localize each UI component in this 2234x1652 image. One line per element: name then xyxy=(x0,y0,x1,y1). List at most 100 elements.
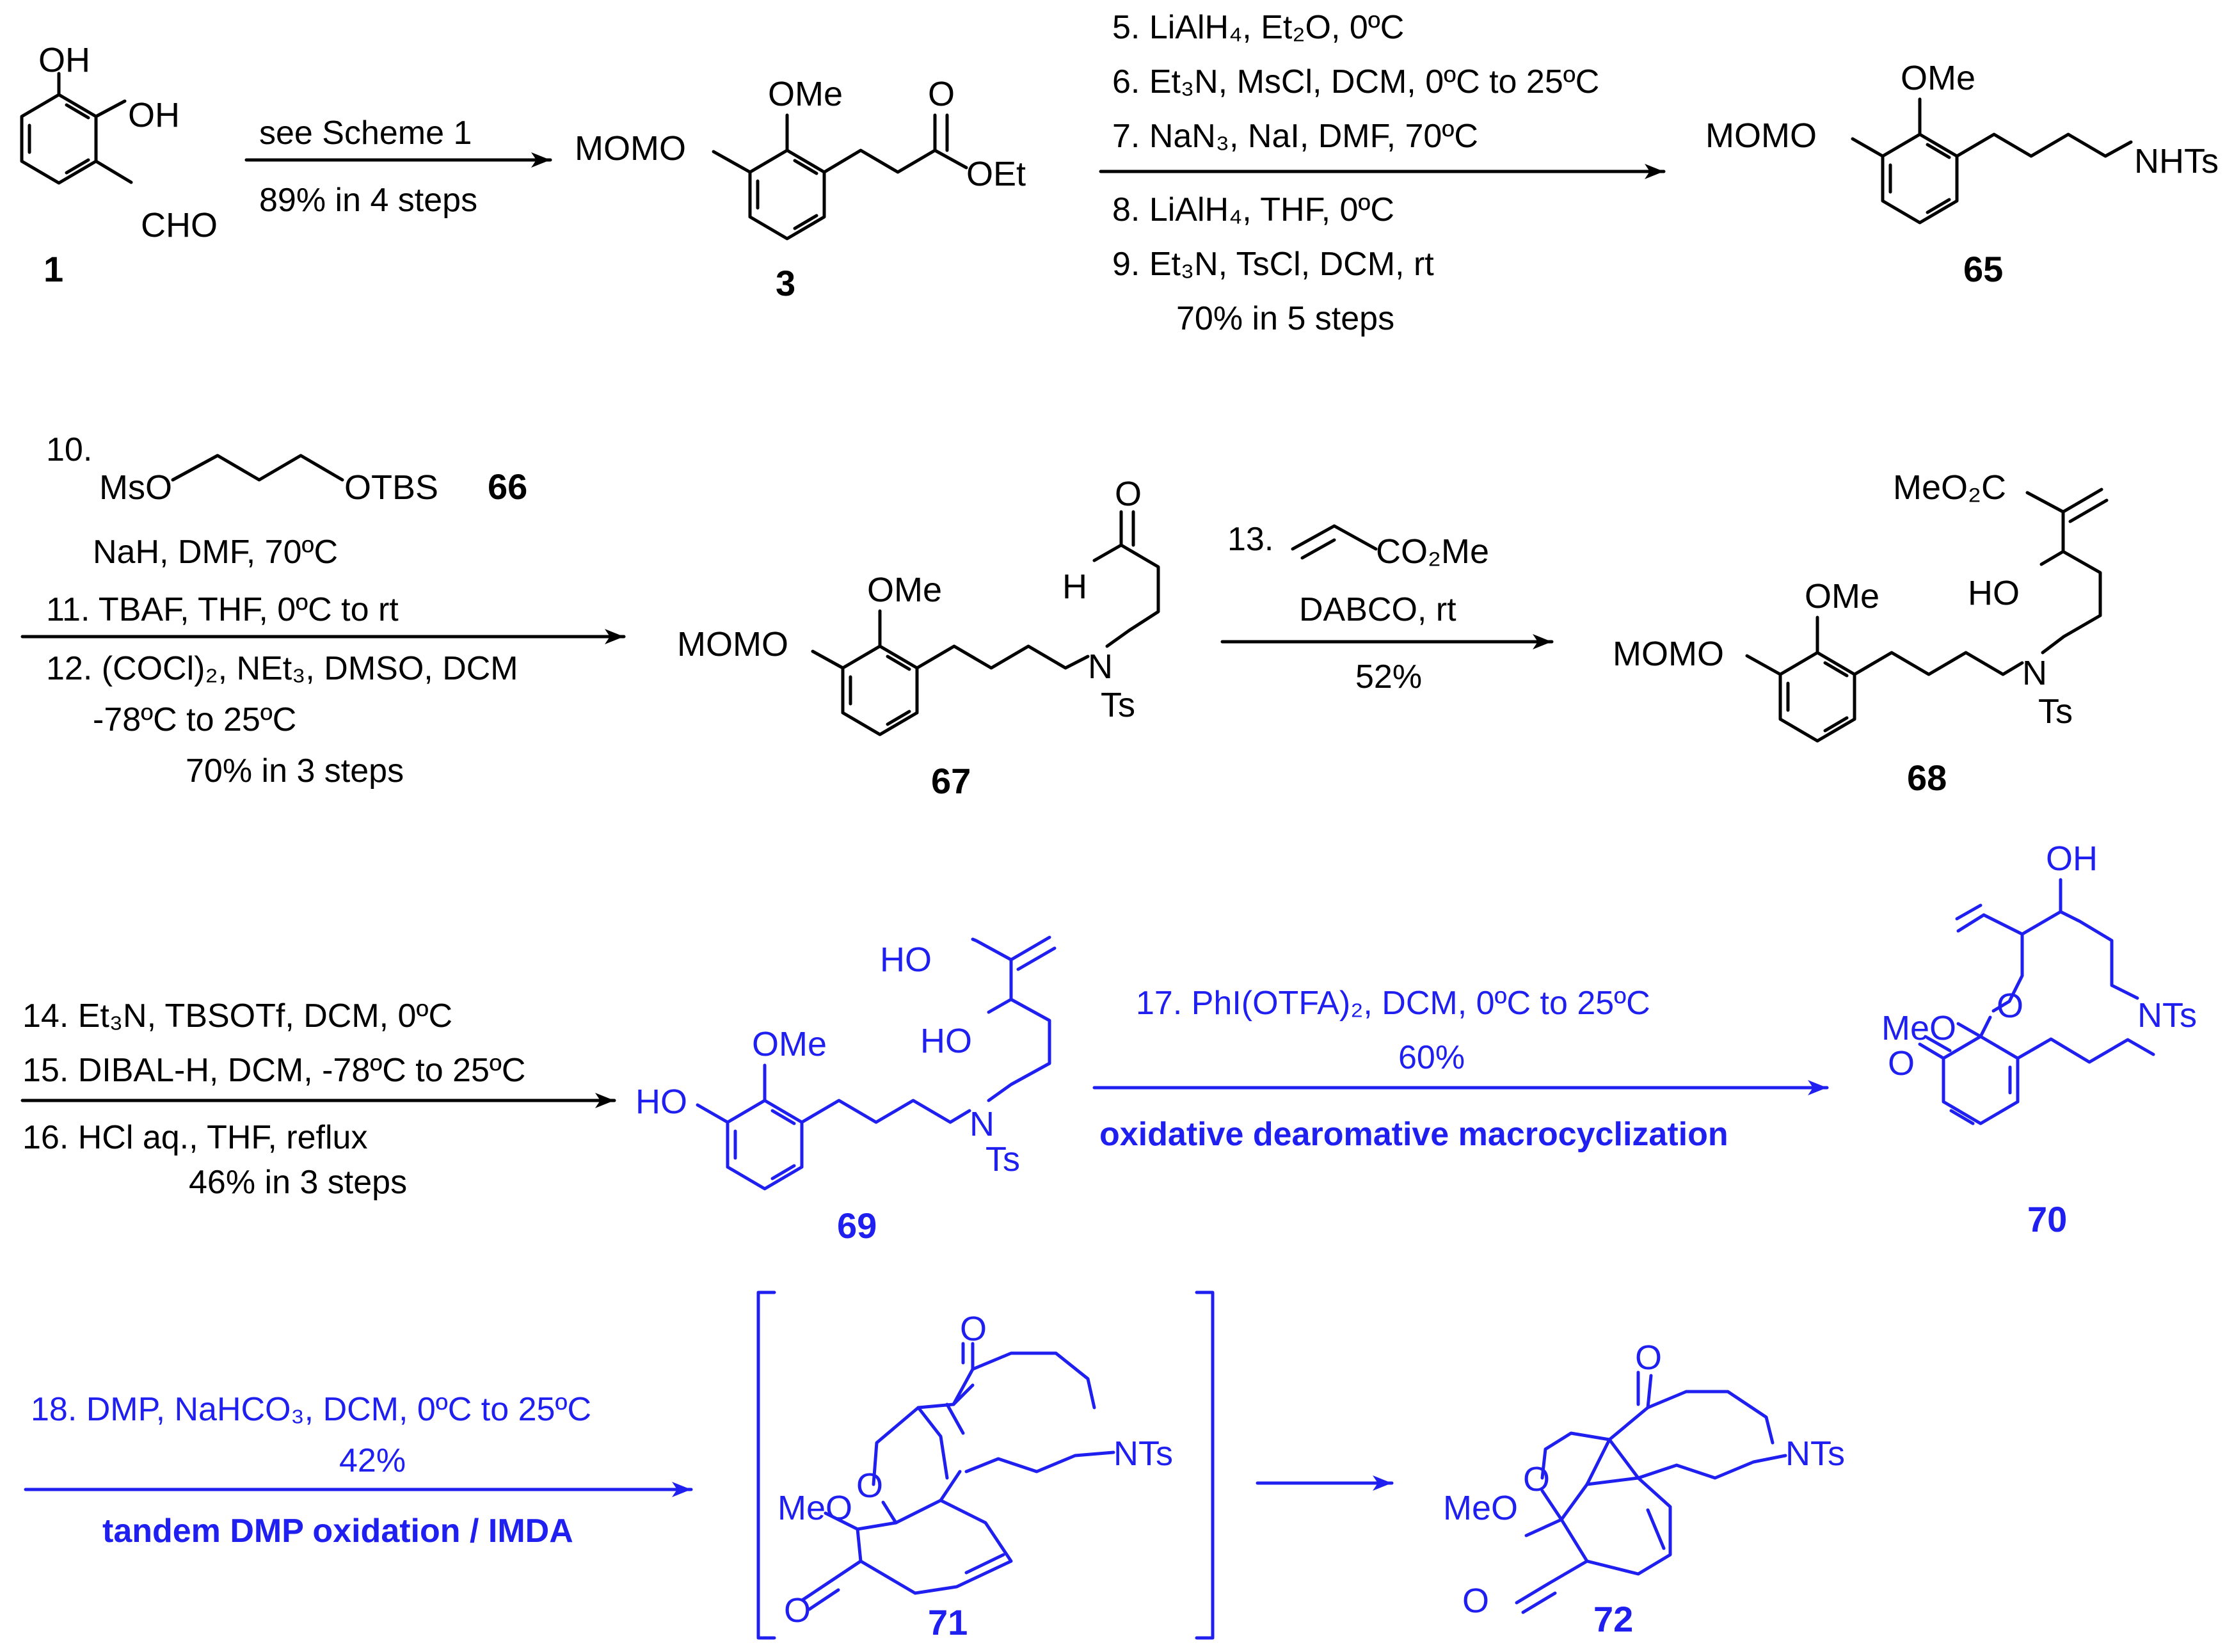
compound-72-meo: MeO xyxy=(1443,1489,1518,1527)
compound-69-number: 69 xyxy=(837,1205,877,1246)
compound-69-ome: OMe xyxy=(752,1025,827,1063)
compound-69-ho-mid: HO xyxy=(920,1022,972,1060)
bracket-right xyxy=(1195,1291,1215,1640)
compound-65-nhts: NHTs xyxy=(2134,142,2219,180)
compound-1-oh-top: OH xyxy=(38,41,90,79)
compound-68-ho: HO xyxy=(1968,574,2020,612)
step3-line10: 10. xyxy=(46,431,92,468)
compound-68-ome: OMe xyxy=(1805,577,1879,616)
step6-conditions: 17. PhI(OTFA)₂, DCM, 0ºC to 25ºC xyxy=(1136,985,1650,1022)
compound-1: OH OH CHO 1 xyxy=(20,41,218,289)
compound-71-bonds xyxy=(801,1342,1115,1611)
reaction-step-2: 5. LiAlH₄, Et₂O, 0ºC 6. Et₃N, MsCl, DCM,… xyxy=(1099,9,1666,337)
step2-line5: 5. LiAlH₄, Et₂O, 0ºC xyxy=(1112,9,1404,46)
compound-72-o-top: O xyxy=(1635,1338,1662,1377)
step2-yield: 70% in 5 steps xyxy=(1176,300,1394,337)
step4-yield: 52% xyxy=(1355,658,1422,695)
compound-70-nts: NTs xyxy=(2137,996,2197,1035)
compound-72-number: 72 xyxy=(1593,1599,1633,1639)
compound-69-ts: Ts xyxy=(985,1140,1020,1179)
compound-72-o-keto: O xyxy=(1462,1582,1489,1620)
compound-70: OH O MeO O NTs 70 xyxy=(1881,839,2197,1239)
compound-68-n: N xyxy=(2022,654,2047,692)
step1-yield: 89% in 4 steps xyxy=(259,182,477,219)
step2-line9: 9. Et₃N, TsCl, DCM, rt xyxy=(1112,246,1434,283)
compound-66: MsO OTBS 66 xyxy=(99,454,527,507)
compound-3: OMe MOMO O OEt 3 xyxy=(575,75,1026,303)
reaction-arrow-5-head xyxy=(595,1093,614,1108)
reaction-arrow-2-head xyxy=(1645,164,1664,179)
compound-72-nts: NTs xyxy=(1785,1434,1845,1473)
compound-68: OMe MOMO MeO₂C HO N Ts 68 xyxy=(1613,468,2109,798)
compound-70-bonds xyxy=(1918,878,2155,1125)
compound-65-momo: MOMO xyxy=(1705,116,1817,155)
compound-68-ester: MeO₂C xyxy=(1893,468,2006,507)
step3-yield: 70% in 3 steps xyxy=(186,752,404,790)
compound-71-meo: MeO xyxy=(778,1489,852,1527)
compound-67-n: N xyxy=(1088,647,1113,686)
reaction-step-4: 13. CO₂Me DABCO, rt 52% xyxy=(1220,521,1554,695)
compound-65-bonds xyxy=(1851,97,2133,225)
compound-1-bonds xyxy=(20,72,133,185)
compound-1-oh-side: OH xyxy=(128,96,180,134)
reaction-step-7: 18. DMP, NaHCO₃, DCM, 0ºC to 25ºC 42% ta… xyxy=(24,1391,693,1550)
compound-3-momo: MOMO xyxy=(575,129,686,168)
compound-71-o-ring: O xyxy=(856,1466,883,1505)
compound-72: O O MeO O NTs 72 xyxy=(1443,1338,1845,1639)
compound-68-momo: MOMO xyxy=(1613,635,1724,673)
step2-line8: 8. LiAlH₄, THF, 0ºC xyxy=(1112,191,1394,228)
reaction-step-6: 17. PhI(OTFA)₂, DCM, 0ºC to 25ºC 60% oxi… xyxy=(1092,985,1829,1153)
step3-line12: 12. (COCl)₂, NEt₃, DMSO, DCM xyxy=(46,650,518,687)
step6-yield: 60% xyxy=(1398,1039,1465,1076)
compound-65: OMe MOMO NHTs 65 xyxy=(1705,59,2219,289)
step5-line16: 16. HCl aq., THF, reflux xyxy=(22,1119,367,1156)
compound-3-ome: OMe xyxy=(768,75,843,113)
compound-70-o-ring: O xyxy=(1997,987,2023,1025)
compound-70-meo: MeO xyxy=(1881,1009,1956,1047)
reaction-step-3: 10. MsO OTBS 66 NaH, DMF, 70ºC 11. TBAF,… xyxy=(20,431,626,790)
compound-70-oh: OH xyxy=(2046,839,2098,878)
compound-71: O O MeO O NTs 71 xyxy=(756,1291,1215,1642)
compound-3-oet: OEt xyxy=(966,155,1026,193)
compound-69-ho-aryl: HO xyxy=(635,1083,687,1121)
step7-conditions: 18. DMP, NaHCO₃, DCM, 0ºC to 25ºC xyxy=(31,1391,591,1428)
compound-69: OMe HO HO HO N Ts 69 xyxy=(635,935,1057,1246)
compound-70-o-keto: O xyxy=(1888,1044,1915,1083)
compound-3-number: 3 xyxy=(776,263,795,303)
compound-66-number: 66 xyxy=(488,466,527,507)
step4-reagent: CO₂Me xyxy=(1376,532,1489,571)
step3-line11: 11. TBAF, THF, 0ºC to rt xyxy=(46,591,399,628)
compound-67-number: 67 xyxy=(931,761,971,801)
reaction-arrow-6-head xyxy=(1808,1080,1827,1095)
acrylate-bonds xyxy=(1291,524,1378,551)
compound-65-ome: OMe xyxy=(1901,59,1975,97)
compound-67-h: H xyxy=(1062,568,1087,606)
compound-69-ho-top: HO xyxy=(880,941,932,979)
compound-67-bonds xyxy=(811,510,1160,736)
bracket-left xyxy=(756,1291,776,1640)
reaction-step-1: see Scheme 1 89% in 4 steps xyxy=(244,115,552,219)
step5-line14: 14. Et₃N, TBSOTf, DCM, 0ºC xyxy=(22,997,452,1035)
compound-3-bonds xyxy=(712,113,968,241)
reaction-arrow-4-head xyxy=(1533,634,1552,649)
step7-name: tandem DMP oxidation / IMDA xyxy=(102,1513,573,1550)
compound-68-number: 68 xyxy=(1907,758,1947,798)
step2-line6: 6. Et₃N, MsCl, DCM, 0ºC to 25ºC xyxy=(1112,63,1599,100)
step5-line15: 15. DIBAL-H, DCM, -78ºC to 25ºC xyxy=(22,1052,525,1089)
compound-72-o-ring: O xyxy=(1523,1460,1550,1498)
step6-name: oxidative dearomative macrocyclization xyxy=(1099,1116,1728,1153)
step3-line12b: -78ºC to 25ºC xyxy=(93,701,296,738)
compound-67-ome: OMe xyxy=(867,571,942,609)
step5-yield: 46% in 3 steps xyxy=(189,1164,407,1201)
compound-3-carbonyl-o: O xyxy=(928,75,955,113)
compound-71-number: 71 xyxy=(928,1602,968,1642)
step4-conditions: DABCO, rt xyxy=(1299,591,1456,628)
reaction-arrow-3-head xyxy=(605,629,624,644)
compound-66-mso: MsO xyxy=(99,468,172,507)
compound-69-n: N xyxy=(969,1105,994,1143)
acrylate-double-bond xyxy=(1300,538,1336,560)
step1-reagent: see Scheme 1 xyxy=(259,115,472,152)
reaction-arrow-7-head xyxy=(672,1482,691,1497)
step3-line10b: NaH, DMF, 70ºC xyxy=(93,534,338,571)
